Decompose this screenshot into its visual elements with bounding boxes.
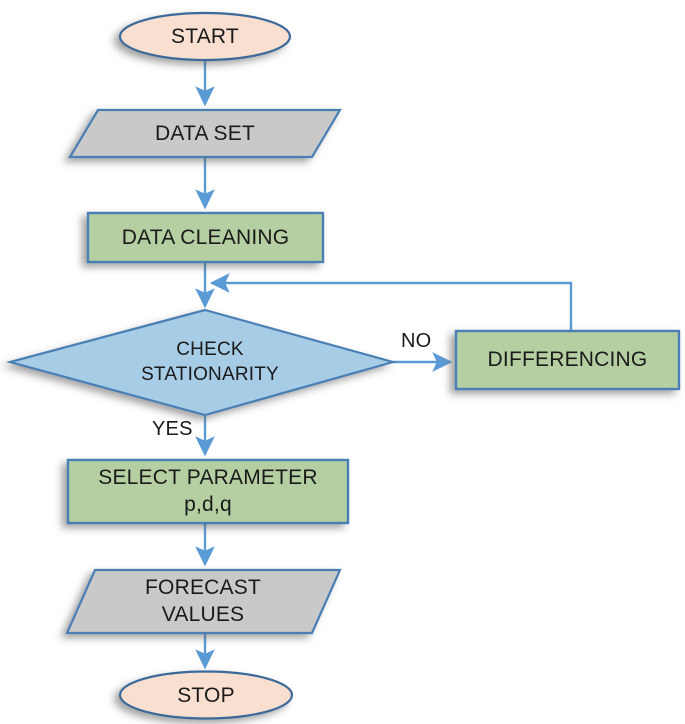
node-forecast-values-shape[interactable]	[65, 568, 342, 635]
node-data-cleaning-shape[interactable]	[86, 211, 325, 264]
node-check-stationarity-shape[interactable]	[5, 308, 398, 417]
node-stop-shape[interactable]	[118, 670, 294, 720]
node-data-set-shape[interactable]	[68, 108, 342, 159]
node-differencing-shape[interactable]	[454, 329, 681, 391]
edge-differencing-feedback	[209, 273, 573, 331]
node-start-shape[interactable]	[118, 11, 292, 62]
node-select-parameter-shape[interactable]	[66, 458, 350, 525]
